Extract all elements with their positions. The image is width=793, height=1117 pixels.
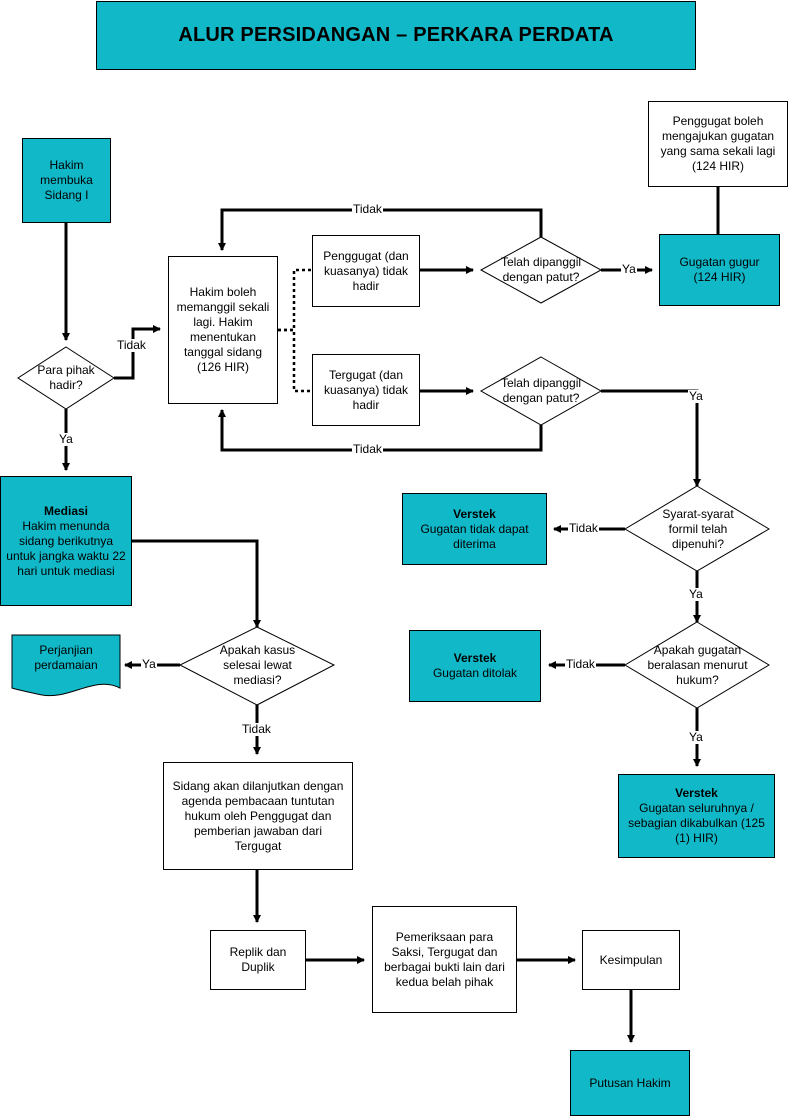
label-tidak-beralasan: Tidak bbox=[565, 657, 596, 671]
arrow-hadir-to-memanggil bbox=[114, 325, 161, 380]
verstek-1-label: Verstek bbox=[453, 506, 496, 521]
node-gugur: Gugatan gugur (124 HIR) bbox=[659, 234, 780, 306]
node-hakim-buka: Hakim membuka Sidang I bbox=[22, 138, 111, 223]
node-pemeriksaan: Pemeriksaan para Saksi, Tergugat dan ber… bbox=[372, 906, 517, 1013]
diamond-selesai bbox=[178, 626, 336, 706]
node-sidang-lanjut: Sidang akan dilanjutkan dengan agenda pe… bbox=[163, 762, 353, 870]
dotted-memanggil-tergugat bbox=[278, 328, 312, 393]
arrow-dipanggil2-ya bbox=[601, 389, 701, 487]
page-title: ALUR PERSIDANGAN – PERKARA PERDATA bbox=[96, 1, 696, 70]
node-verstek-2: Verstek Gugatan ditolak bbox=[409, 630, 541, 702]
node-verstek-3: Verstek Gugatan seluruhnya / sebagian di… bbox=[618, 774, 775, 858]
label-tidak-syarat: Tidak bbox=[568, 521, 599, 535]
label-tidak-para-pihak: Tidak bbox=[116, 338, 147, 352]
label-ya-beralasan: Ya bbox=[688, 730, 704, 744]
diamond-beralasan-text: Apakah gugatan beralasan menurut hukum? bbox=[647, 642, 748, 687]
diamond-dipanggil-2-text: Telah dipanggil dengan patut? bbox=[500, 376, 582, 405]
diamond-dipanggil-1-text: Telah dipanggil dengan patut? bbox=[500, 255, 582, 284]
node-tergugat-absent: Tergugat (dan kuasanya) tidak hadir bbox=[312, 354, 420, 426]
diamond-dipanggil-2 bbox=[479, 356, 603, 426]
node-perjanjian: Perjanjian perdamaian bbox=[34, 643, 98, 672]
diamond-para-pihak-text: Para pihak hadir? bbox=[37, 363, 95, 392]
verstek-3-label: Verstek bbox=[675, 786, 718, 800]
label-ya-dipanggil-1: Ya bbox=[621, 262, 637, 276]
label-ya-para-pihak: Ya bbox=[58, 432, 74, 446]
doc-shape-perjanjian bbox=[11, 634, 121, 697]
label-tidak-dipanggil-2: Tidak bbox=[352, 442, 383, 456]
arrow-mediasi-to-selesai bbox=[132, 539, 261, 628]
node-kesimpulan: Kesimpulan bbox=[582, 930, 680, 990]
node-putusan: Putusan Hakim bbox=[570, 1050, 690, 1116]
diamond-dipanggil-1 bbox=[479, 236, 603, 304]
label-ya-syarat: Ya bbox=[688, 587, 704, 601]
verstek-2-label: Verstek bbox=[453, 651, 497, 665]
diamond-syarat bbox=[624, 485, 770, 572]
node-verstek-1: Verstek Gugatan tidak dapat diterima bbox=[402, 493, 547, 565]
label-tidak-selesai: Tidak bbox=[241, 722, 272, 736]
node-mediasi: Mediasi Hakim menunda sidang berikutnya … bbox=[0, 476, 132, 606]
node-penggugat-absent: Penggugat (dan kuasanya) tidak hadir bbox=[312, 235, 420, 307]
diamond-beralasan bbox=[624, 621, 770, 709]
node-replik: Replik dan Duplik bbox=[210, 930, 306, 990]
diamond-selesai-text: Apakah kasus selesai lewat mediasi? bbox=[219, 642, 296, 687]
label-ya-dipanggil-2: Ya bbox=[688, 389, 704, 403]
mediasi-title: Mediasi bbox=[43, 503, 88, 518]
label-ya-selesai: Ya bbox=[141, 657, 157, 671]
diamond-para-pihak bbox=[17, 346, 115, 410]
node-memanggil: Hakim boleh memanggil sekali lagi. Hakim… bbox=[168, 256, 278, 404]
node-penggugat-boleh: Penggugat boleh mengajukan gugatan yang … bbox=[648, 101, 788, 187]
dotted-memanggil-penggugat bbox=[278, 268, 312, 332]
diamond-syarat-text: Syarat-syarat formil telah dipenuhi? bbox=[662, 506, 734, 551]
label-tidak-dipanggil-1: Tidak bbox=[352, 202, 383, 216]
